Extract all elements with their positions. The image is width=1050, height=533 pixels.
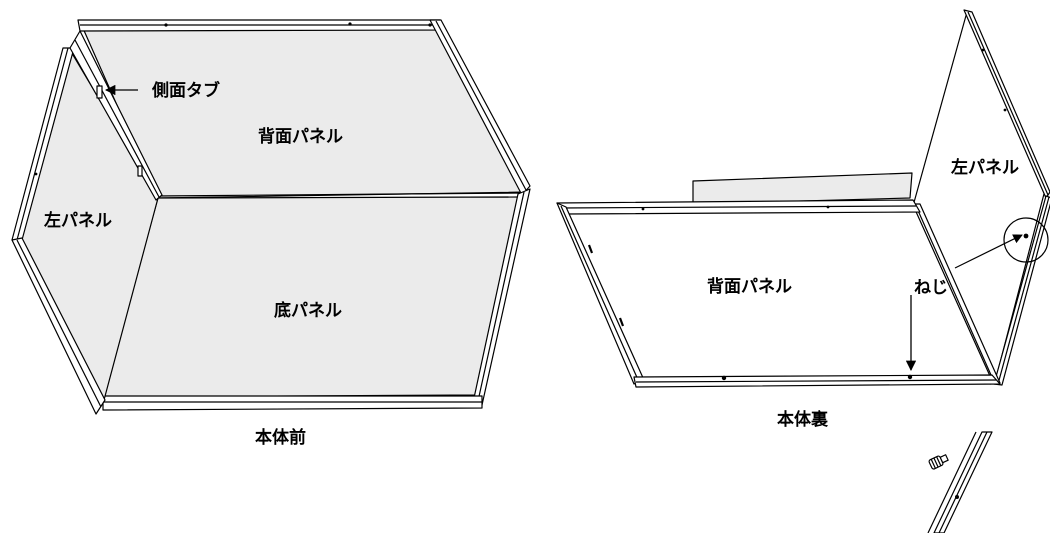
front-bottom-panel-label: 底パネル <box>274 300 342 321</box>
side-tab-mid <box>137 165 143 177</box>
front-view-caption: 本体前 <box>255 427 306 448</box>
rear-bottom-sliver <box>692 172 913 205</box>
side-tab-label: 側面タブ <box>151 80 220 101</box>
rear-screw-hole-left <box>721 375 727 381</box>
rear-view-caption: 本体裏 <box>777 409 829 430</box>
rear-view <box>556 9 1050 533</box>
front-bottom-panel <box>102 196 523 398</box>
screw-inset-circle <box>1003 217 1049 263</box>
front-view <box>11 19 531 415</box>
front-back-panel-label: 背面パネル <box>258 126 343 147</box>
side-tab-top <box>96 85 103 99</box>
front-bottom-front-rail <box>102 395 483 411</box>
rear-left-panel-label: 左パネル <box>951 157 1019 178</box>
screw-detail-screw <box>928 454 949 470</box>
screw-label: ねじ <box>914 278 948 298</box>
screw-inset-screw <box>1023 233 1029 239</box>
screw-detail <box>927 431 993 533</box>
rear-screw-hole-right <box>907 374 913 380</box>
rear-back-panel-label: 背面パネル <box>707 276 792 297</box>
screw-pointer-inset <box>954 234 1023 269</box>
front-left-panel-label: 左パネル <box>44 210 112 231</box>
